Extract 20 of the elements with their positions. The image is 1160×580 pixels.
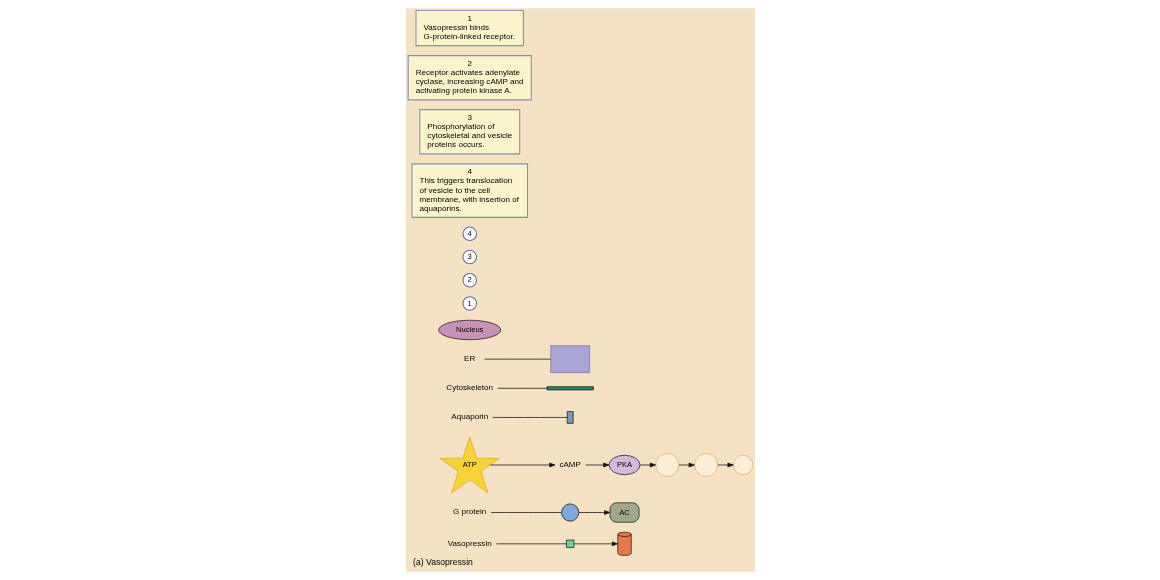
node-box: [549, 345, 590, 373]
connector: [496, 387, 547, 389]
node-circle: [732, 454, 753, 476]
arrow: [716, 462, 734, 468]
caption: (a) Vasopressin: [412, 556, 473, 567]
connector: [490, 512, 562, 513]
node-circle: [693, 453, 718, 477]
node-circle: [560, 503, 579, 522]
node-box: [565, 539, 574, 548]
node-bar: [546, 386, 594, 391]
node-circle: [654, 453, 679, 477]
arrow: [489, 462, 555, 468]
arrow: [573, 541, 618, 547]
connector: [495, 543, 567, 545]
arrow: [678, 462, 695, 468]
arrow: [639, 462, 656, 468]
connector: [491, 417, 567, 418]
node-box: [566, 411, 573, 424]
arrow: [578, 510, 610, 515]
arrow: [584, 462, 609, 468]
